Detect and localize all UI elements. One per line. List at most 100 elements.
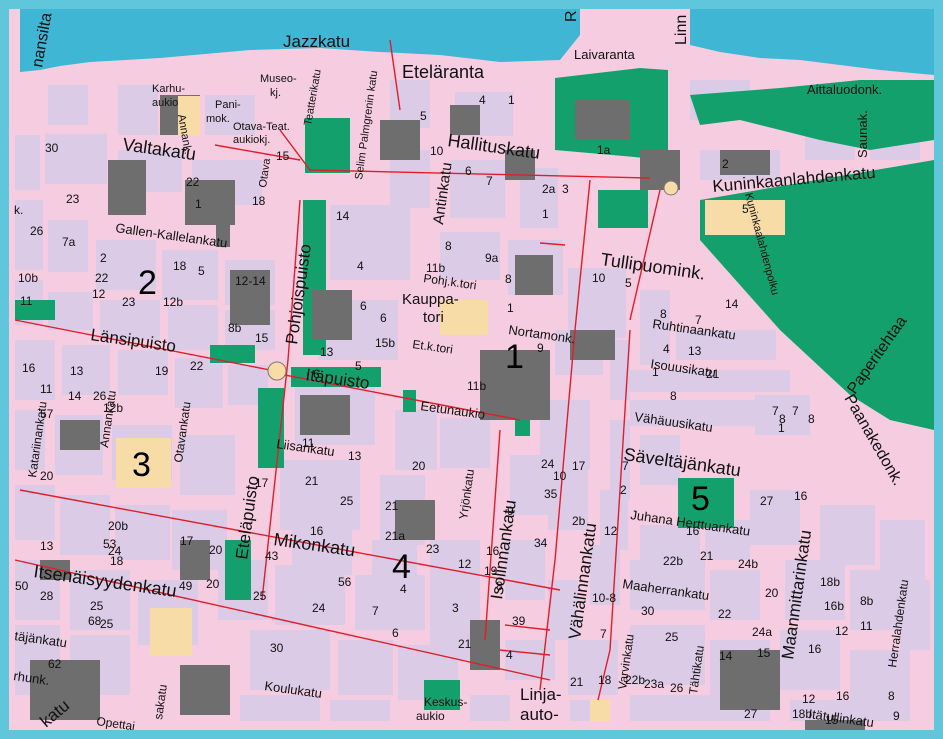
house-number: 14	[719, 649, 733, 663]
house-number: 16	[808, 642, 822, 656]
street-karhuaukio-1[interactable]: Karhu-	[152, 83, 185, 95]
bus-route	[499, 649, 551, 656]
street-keskusaukio-1[interactable]: Keskus-	[424, 695, 467, 709]
house-number: 15	[276, 149, 290, 163]
house-number: 6	[392, 626, 399, 640]
house-number: 23	[122, 295, 136, 309]
park	[515, 418, 530, 436]
street-etk-tori[interactable]: Et.k.tori	[412, 337, 454, 357]
house-number: 7	[792, 404, 799, 418]
house-number: 13	[70, 364, 84, 378]
house-number: 26	[30, 224, 44, 238]
street-otava-teat-2[interactable]: aukiokj.	[233, 134, 270, 146]
street-otava[interactable]: Otava	[257, 157, 273, 189]
city-map[interactable]: 1 2 3 4 5 Jazzkatu Eteläranta Laivaranta…	[9, 9, 934, 730]
house-number: 16	[686, 524, 700, 538]
bus-route	[597, 329, 631, 701]
street-otava-teat-1[interactable]: Otava-Teat.	[233, 121, 290, 133]
house-number: 20	[412, 459, 426, 473]
street-karhuaukio-2[interactable]: aukio	[152, 97, 178, 109]
street-laivaranta[interactable]: Laivaranta	[574, 47, 635, 62]
house-number: 5	[420, 109, 427, 123]
house-number: 2	[620, 483, 627, 497]
house-number: 5	[742, 202, 749, 216]
street-linjaauto-1[interactable]: Linja-	[520, 685, 562, 704]
street-museo-2[interactable]: kj.	[270, 87, 281, 99]
highlight-areas	[116, 96, 785, 721]
city-block	[115, 505, 170, 560]
street-linjaauto-2[interactable]: auto-	[520, 705, 559, 724]
city-block	[118, 350, 168, 395]
street-k-left[interactable]: k.	[14, 203, 23, 217]
house-number: 6	[360, 299, 367, 313]
city-block	[15, 410, 45, 470]
street-panimok-1[interactable]: Pani-	[215, 99, 241, 111]
street-sakatu-left[interactable]: sakatu	[151, 683, 170, 720]
bus-route	[389, 39, 401, 111]
house-number: 8	[670, 389, 677, 403]
street-aittaluodonk[interactable]: Aittaluodonk.	[807, 82, 882, 97]
street-etelaranta[interactable]: Eteläranta	[402, 62, 485, 82]
building	[380, 120, 420, 160]
house-number: 12	[604, 524, 618, 538]
street-museo-1[interactable]: Museo-	[260, 73, 297, 85]
house-number: 10b	[18, 271, 38, 285]
street-opettaj[interactable]: Opettaj	[96, 714, 136, 730]
house-number: 5	[625, 276, 632, 290]
house-number: 20	[765, 586, 779, 600]
street-tajankatu[interactable]: täjänkatu	[14, 628, 68, 650]
house-number: 21	[700, 549, 714, 563]
city-block	[790, 700, 910, 721]
city-block	[330, 700, 390, 721]
building	[230, 270, 270, 325]
bus-route	[14, 319, 271, 371]
street-rhunk[interactable]: rhunk.	[13, 668, 51, 688]
house-number: 24	[541, 457, 555, 471]
house-number: 26	[93, 389, 107, 403]
house-number: 19	[155, 364, 169, 378]
house-number: 2b	[572, 514, 586, 528]
street-linn[interactable]: Linn	[673, 15, 690, 45]
house-number: 20b	[108, 519, 128, 533]
district-3: 3	[132, 446, 151, 484]
house-number: 19	[484, 564, 498, 578]
street-jazzkatu[interactable]: Jazzkatu	[283, 32, 350, 51]
house-number: 24b	[738, 557, 758, 571]
house-number: 12b	[163, 295, 183, 309]
house-number: 4	[663, 342, 670, 356]
park	[678, 478, 734, 528]
city-block	[780, 630, 840, 690]
house-number: 4	[479, 93, 486, 107]
house-number: 22	[718, 607, 732, 621]
street-saunak[interactable]: Saunak.	[855, 110, 870, 158]
house-number: 12	[458, 557, 472, 571]
house-number: 11b	[426, 261, 445, 275]
park	[258, 388, 284, 468]
park	[15, 300, 55, 320]
city-block	[250, 630, 330, 690]
street-panimok-2[interactable]: mok.	[206, 113, 230, 125]
house-number: 5	[355, 359, 362, 373]
street-r-top[interactable]: R	[563, 10, 580, 22]
house-number: 20	[40, 469, 54, 483]
city-block	[355, 575, 425, 630]
city-block	[785, 560, 845, 620]
house-number: 18b	[820, 575, 840, 589]
city-block	[630, 625, 705, 685]
street-yrjonkatu[interactable]: Yrjönkatu	[456, 468, 477, 520]
house-number: 11	[860, 619, 873, 633]
city-block	[205, 95, 255, 135]
house-number: 22b	[625, 673, 645, 687]
street-tahtikatu[interactable]: Tähtikatu	[686, 645, 707, 696]
street-keskusaukio-2[interactable]: aukio	[416, 709, 445, 723]
house-number: 26	[670, 681, 684, 695]
city-block	[45, 134, 107, 184]
house-number: 4	[506, 648, 513, 662]
street-kauppatori-1[interactable]: Kauppa-	[402, 291, 459, 308]
house-number: 15b	[375, 336, 395, 350]
house-number: 18b	[792, 707, 812, 721]
park	[210, 345, 255, 363]
house-number: 12	[802, 692, 816, 706]
street-kauppatori-2[interactable]: tori	[423, 309, 444, 326]
